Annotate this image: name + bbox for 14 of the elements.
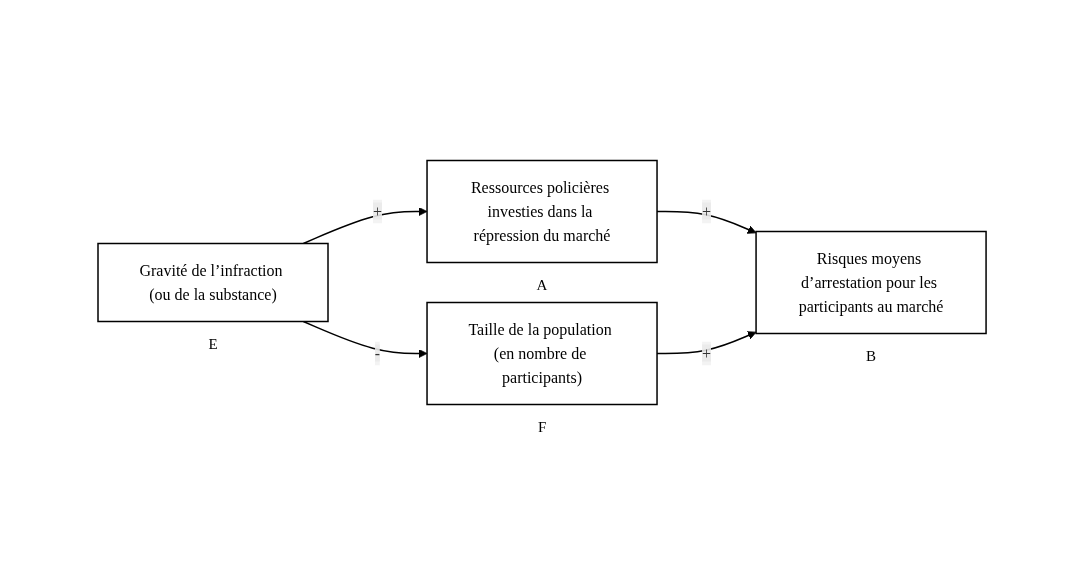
edge-label: -	[374, 344, 381, 362]
edge-label: +	[702, 344, 712, 362]
arrow	[302, 207, 428, 245]
edge-label: +	[372, 202, 382, 220]
node-letter: E	[208, 335, 218, 353]
arrow	[302, 320, 428, 358]
edge-label: +	[702, 202, 712, 220]
node-letter: B	[866, 347, 877, 365]
node-box: Ressources policières investies dans la répression du marché	[426, 159, 658, 264]
node-box: Taille de la population (en nombre de participants)	[426, 301, 658, 406]
node-letter: A	[536, 276, 548, 294]
node-box: Risques moyens d’arrestation pour les participants au marché	[755, 230, 987, 335]
node-letter: F	[538, 418, 547, 436]
node-box: Gravité de l’infraction (ou de la substance)	[97, 242, 329, 323]
